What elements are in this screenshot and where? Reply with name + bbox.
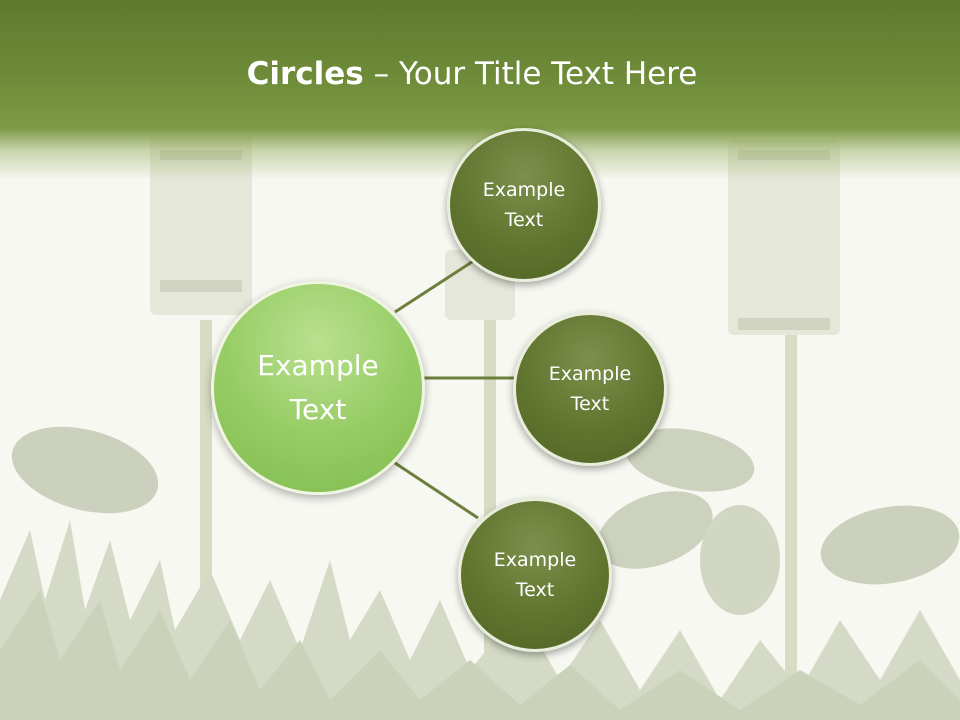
node-circle-line2: Text <box>515 579 555 601</box>
money-roll-right <box>728 140 840 335</box>
connector-bottom <box>394 461 479 520</box>
node-circle-top[interactable]: Example Text <box>447 128 601 282</box>
connector-top <box>394 256 479 314</box>
money-roll-left <box>150 135 252 315</box>
center-circle-line1: Example <box>257 349 379 382</box>
leaf <box>11 426 159 514</box>
node-circle-line1: Example <box>482 179 566 201</box>
title-bold: Circles <box>246 56 364 92</box>
node-circle-line2: Text <box>570 393 610 415</box>
node-circle-line2: Text <box>504 209 544 231</box>
node-circle-middle[interactable]: Example Text <box>513 312 667 466</box>
leaf <box>700 505 780 615</box>
node-circle-line1: Example <box>493 549 577 571</box>
slide-title: Circles – Your Title Text Here <box>0 52 944 96</box>
leaf <box>820 505 960 585</box>
center-circle-line2: Text <box>289 393 347 426</box>
stem-right <box>785 335 797 720</box>
grass-front <box>0 590 960 720</box>
title-rest: – Your Title Text Here <box>363 56 698 92</box>
node-circle-bottom[interactable]: Example Text <box>458 498 612 652</box>
center-circle[interactable]: Example Text <box>211 281 425 495</box>
leaf <box>625 428 755 492</box>
node-circle-line1: Example <box>548 363 632 385</box>
leaf <box>597 491 713 569</box>
